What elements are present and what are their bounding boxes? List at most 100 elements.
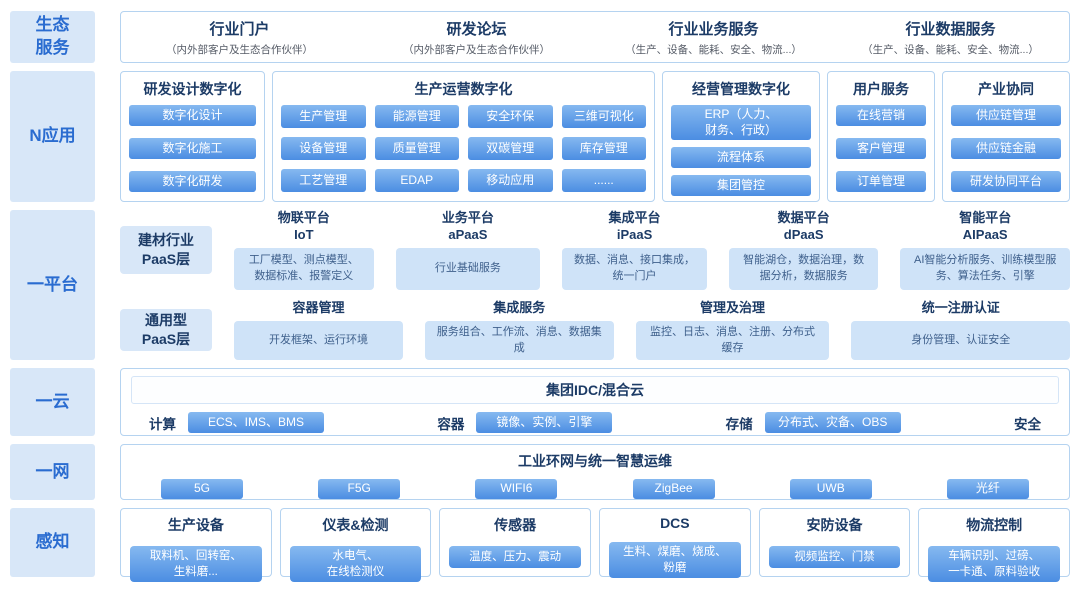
paas-item-ipaas: 集成平台 iPaaS 数据、消息、接口集成，统一门户	[562, 210, 707, 291]
paas-item-title: 集成平台 iPaaS	[562, 210, 707, 244]
eco-service-subtitle: （内外部客户及生态合作伙伴）	[166, 43, 313, 56]
app-chip: EDAP	[374, 169, 459, 192]
perception-chip: 生料、煤磨、烧成、 粉磨	[609, 542, 741, 579]
paas-title-en: iPaaS	[616, 226, 653, 242]
paas-title-en: aPaaS	[448, 226, 488, 242]
paas-title-cn: 数据平台	[777, 210, 830, 225]
app-chip: 生产管理	[281, 105, 366, 128]
paas-item-container-mgmt: 容器管理 开发框架、运行环境	[234, 300, 403, 360]
perception-chip: 视频监控、门禁	[768, 546, 901, 568]
row-n-apps: N应用 研发设计数字化 数字化设计 数字化施工 数字化研发 生产运营数字化 生产…	[10, 71, 1070, 202]
platform-content: 建材行业 PaaS层 物联平台 IoT 工厂模型、测点模型、数据标准、报警定义 …	[120, 210, 1070, 360]
group-title: 产业协同	[978, 81, 1034, 97]
network-chip-wifi6: WIFI6	[475, 479, 558, 499]
app-chip: 工艺管理	[281, 169, 366, 192]
cloud-group-label: 存储	[725, 416, 753, 432]
paas-item-desc: 智能湖仓，数据治理，数据分析，数据服务	[728, 247, 879, 291]
paas-item-title: 管理及治理	[700, 300, 766, 316]
network-chip-f5g: F5G	[318, 479, 401, 499]
paas-item-title: 业务平台 aPaaS	[396, 210, 541, 244]
eco-service-title: 行业数据服务	[905, 20, 996, 38]
chips-column: 供应链管理 供应链金融 研发协同平台	[951, 105, 1061, 192]
eco-services-panel: 行业门户 （内外部客户及生态合作伙伴） 研发论坛 （内外部客户及生态合作伙伴） …	[120, 11, 1070, 63]
cloud-idc-header: 集团IDC/混合云	[131, 376, 1059, 404]
paas-item-title: 物联平台 IoT	[234, 210, 374, 244]
paas-item-desc: 数据、消息、接口集成，统一门户	[562, 247, 707, 291]
eco-service-title: 行业业务服务	[668, 20, 759, 38]
cloud-group-compute: 计算 ECS、IMS、BMS	[149, 412, 324, 433]
paas-item-iot: 物联平台 IoT 工厂模型、测点模型、数据标准、报警定义	[234, 210, 374, 291]
paas-item-aipaas: 智能平台 AIPaaS AI智能分析服务、训练模型服务、算法任务、引擎	[900, 210, 1070, 291]
row-perception: 感知 生产设备 取料机、回转窑、 生料磨... 仪表&检测 水电气、 在线检测仪…	[10, 508, 1071, 583]
paas-item-unified-auth: 统一注册认证 身份管理、认证安全	[851, 300, 1070, 360]
perception-group-security-equipment: 安防设备 视频监控、门禁	[758, 508, 911, 577]
paas-item-desc: AI智能分析服务、训练模型服务、算法任务、引擎	[900, 247, 1070, 291]
perception-group-title: 传感器	[494, 517, 537, 533]
paas-title-en: dPaaS	[783, 226, 824, 242]
cloud-chip: 镜像、实例、引擎	[476, 412, 613, 433]
eco-service-item-portal: 行业门户 （内外部客户及生态合作伙伴）	[121, 18, 358, 57]
cloud-group-security: 安全	[1014, 413, 1041, 433]
paas-item-desc: 服务组合、工作流、消息、数据集成	[424, 321, 614, 360]
app-chip: 供应链管理	[951, 105, 1061, 126]
group-industry-collaboration: 产业协同 供应链管理 供应链金融 研发协同平台	[942, 71, 1070, 202]
network-chip-zigbee: ZigBee	[632, 479, 715, 499]
row-eco-services: 生态 服务 行业门户 （内外部客户及生态合作伙伴） 研发论坛 （内外部客户及生态…	[10, 11, 1070, 63]
paas-item-mgmt-governance: 管理及治理 监控、日志、消息、注册、分布式缓存	[635, 300, 830, 360]
perception-chip: 车辆识别、过磅、 一卡通、原料验收	[928, 546, 1061, 583]
app-chip: 客户管理	[836, 138, 926, 159]
app-chip: 质量管理	[374, 137, 459, 160]
paas-title-en: IoT	[294, 226, 314, 242]
eco-service-item-forum: 研发论坛 （内外部客户及生态合作伙伴）	[358, 18, 595, 57]
eco-service-subtitle: （生产、设备、能耗、安全、物流...）	[625, 43, 802, 56]
app-chip: 数字化施工	[129, 138, 256, 159]
row-cloud: 一云 集团IDC/混合云 计算 ECS、IMS、BMS 容器 镜像、实例、引擎 …	[10, 368, 1070, 436]
paas-item-desc: 行业基础服务	[395, 247, 541, 291]
eco-service-subtitle: （生产、设备、能耗、安全、物流...）	[862, 43, 1039, 56]
group-production-ops-digitalization: 生产运营数字化 生产管理 能源管理 安全环保 三维可视化 设备管理 质量管理 双…	[272, 71, 655, 202]
industry-paas-label: 建材行业 PaaS层	[120, 226, 212, 275]
cloud-panel: 集团IDC/混合云 计算 ECS、IMS、BMS 容器 镜像、实例、引擎 存储 …	[120, 368, 1070, 436]
general-paas-label: 通用型 PaaS层	[120, 309, 212, 352]
group-business-mgmt-digitalization: 经营管理数字化 ERP（人力、 财务、行政） 流程体系 集团管控	[662, 71, 820, 202]
app-chip: 在线营销	[836, 105, 926, 126]
perception-group-dcs: DCS 生料、煤磨、烧成、 粉磨	[599, 508, 751, 579]
chips-column: 在线营销 客户管理 订单管理	[836, 105, 926, 192]
app-chip-ellipsis: ......	[561, 169, 646, 192]
cloud-group-label: 计算	[149, 416, 176, 432]
network-chip-uwb: UWB	[789, 479, 872, 499]
eco-service-title: 研发论坛	[446, 20, 507, 38]
cloud-group-storage: 存储 分布式、灾备、OBS	[726, 412, 901, 433]
cloud-resources-row: 计算 ECS、IMS、BMS 容器 镜像、实例、引擎 存储 分布式、灾备、OBS…	[131, 412, 1059, 433]
perception-group-logistics-control: 物流控制 车辆识别、过磅、 一卡通、原料验收	[918, 508, 1071, 583]
paas-title-cn: 物联平台	[277, 210, 330, 225]
network-chips-row: 5G F5G WIFI6 ZigBee UWB 光纤	[131, 479, 1059, 499]
app-chip: 供应链金融	[951, 138, 1061, 159]
layer-label-platform: 一平台	[10, 210, 95, 360]
app-chip: 能源管理	[374, 105, 459, 128]
app-chip: 设备管理	[281, 137, 366, 160]
app-chip: 数字化研发	[129, 171, 256, 192]
chips-column: ERP（人力、 财务、行政） 流程体系 集团管控	[671, 105, 811, 197]
group-title: 研发设计数字化	[143, 81, 242, 97]
perception-group-production-equipment: 生产设备 取料机、回转窑、 生料磨...	[120, 508, 272, 583]
perception-group-title: 安防设备	[806, 517, 863, 533]
n-apps-content: 研发设计数字化 数字化设计 数字化施工 数字化研发 生产运营数字化 生产管理 能…	[120, 71, 1070, 202]
row-platform: 一平台 建材行业 PaaS层 物联平台 IoT 工厂模型、测点模型、数据标准、报…	[10, 210, 1070, 360]
perception-group-sensors: 传感器 温度、压力、震动	[439, 508, 592, 577]
cloud-chip: ECS、IMS、BMS	[188, 412, 324, 433]
paas-title-en: AIPaaS	[962, 226, 1008, 242]
paas-item-desc: 开发框架、运行环境	[234, 321, 403, 360]
paas-item-apaas: 业务平台 aPaaS 行业基础服务	[395, 210, 541, 291]
app-chip: 研发协同平台	[951, 171, 1061, 192]
app-chip: 安全环保	[468, 105, 553, 128]
eco-service-item-business: 行业业务服务 （生产、设备、能耗、安全、物流...）	[595, 18, 832, 57]
paas-item-title: 容器管理	[292, 300, 345, 316]
paas-item-dpaas: 数据平台 dPaaS 智能湖仓，数据治理，数据分析，数据服务	[728, 210, 879, 291]
chips-grid: 生产管理 能源管理 安全环保 三维可视化 设备管理 质量管理 双碳管理 库存管理…	[281, 105, 646, 192]
layer-label-perception: 感知	[10, 508, 95, 577]
app-chip: 库存管理	[561, 137, 646, 160]
app-chip: ERP（人力、 财务、行政）	[671, 105, 811, 141]
network-chip-fiber: 光纤	[946, 479, 1029, 499]
row-network: 一网 工业环网与统一智慧运维 5G F5G WIFI6 ZigBee UWB 光…	[10, 444, 1070, 500]
